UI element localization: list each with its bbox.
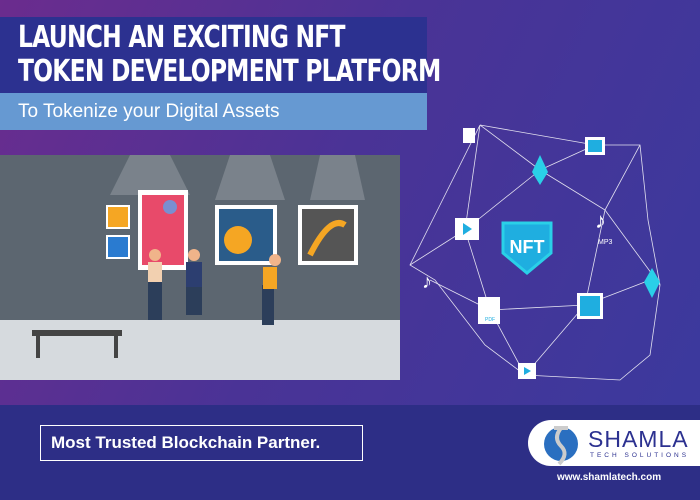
brand-sub: TECH SOLUTIONS (590, 452, 690, 459)
headline: LAUNCH AN EXCITING NFT TOKEN DEVELOPMENT… (18, 20, 441, 89)
brand-name: SHAMLA (588, 426, 689, 452)
mp3-label: MP3 (598, 239, 613, 246)
tagline-box: Most Trusted Blockchain Partner. (40, 425, 363, 461)
logo-globe-icon (544, 426, 578, 466)
website-link[interactable]: www.shamlatech.com (557, 472, 662, 483)
brand-logo: SHAMLA TECH SOLUTIONS (528, 420, 700, 466)
svg-text:♪: ♪ (595, 208, 606, 233)
gallery-illustration (0, 155, 400, 380)
subtitle-band: To Tokenize your Digital Assets (0, 93, 427, 130)
tagline: Most Trusted Blockchain Partner. (51, 433, 321, 452)
nft-network-illustration: NFT MP3 PDF ♪ ♪ (409, 124, 661, 381)
subtitle: To Tokenize your Digital Assets (18, 101, 280, 122)
pdf-label: PDF (485, 317, 495, 323)
nft-badge-label: NFT (510, 237, 545, 257)
svg-text:♪: ♪ (422, 271, 432, 293)
headline-block: LAUNCH AN EXCITING NFT TOKEN DEVELOPMENT… (0, 17, 441, 93)
gallery-scene (0, 155, 400, 380)
